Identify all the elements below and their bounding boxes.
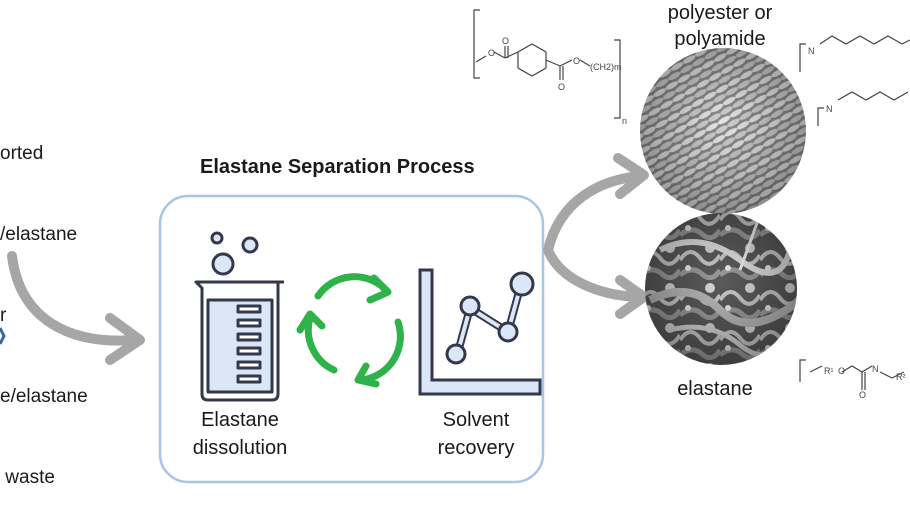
nitrogen-atom-2: N <box>826 104 833 114</box>
polyester-label: polyester or polyamide <box>650 0 790 52</box>
input-line-1: orted <box>0 143 44 164</box>
elastane-label: elastane <box>677 378 753 400</box>
elastane-micrograph <box>645 213 797 365</box>
dissolution-label-line-1: Elastane <box>201 409 279 431</box>
oxygen-atom-4: O <box>573 56 580 66</box>
polyester-structure <box>473 9 621 119</box>
recovery-label-line-2: recovery <box>437 437 515 459</box>
subscript-n: n <box>622 116 627 126</box>
input-line-5: waste <box>0 467 55 488</box>
oxygen-atom-2: O <box>502 36 509 46</box>
beaker-icon <box>194 231 284 402</box>
polyamide-structure <box>799 35 910 390</box>
left-edge-mark <box>0 327 6 345</box>
oxygen-atom-5: O <box>838 366 845 376</box>
process-title: Elastane Separation Process <box>200 156 475 178</box>
polyester-micrograph <box>640 48 806 214</box>
recovery-label-line-1: Solvent <box>442 409 510 431</box>
polyester-label-line-2: polyamide <box>674 28 766 50</box>
input-line-4: e/elastane <box>0 386 88 407</box>
ch2-group: (CH2)m <box>590 62 622 72</box>
output-arrows <box>543 153 649 319</box>
line-chart-icon <box>418 268 542 396</box>
dissolution-label: Elastane dissolution <box>180 406 300 462</box>
polyester-label-line-1: polyester or <box>667 2 773 24</box>
process-box <box>158 194 545 484</box>
diagram-canvas: O O O O (CH2)m n N N R¹ O O N R² <box>0 9 910 484</box>
input-arrow <box>7 251 145 365</box>
r1-group: R¹ <box>824 366 834 376</box>
nitrogen-atom-1: N <box>808 46 815 56</box>
input-line-2: /elastane <box>0 224 78 245</box>
r2-group: R² <box>896 372 906 382</box>
recovery-label: Solvent recovery <box>416 406 536 462</box>
recycle-icon <box>296 273 404 388</box>
oxygen-atom-1: O <box>488 48 495 58</box>
dissolution-label-line-2: dissolution <box>192 437 288 459</box>
oxygen-atom-6: O <box>859 390 866 400</box>
oxygen-atom-3: O <box>558 82 565 92</box>
input-waste-label: orted /elastane r e/elastane waste <box>0 86 88 518</box>
nitrogen-atom-3: N <box>872 364 879 374</box>
input-line-3: r <box>0 305 7 326</box>
